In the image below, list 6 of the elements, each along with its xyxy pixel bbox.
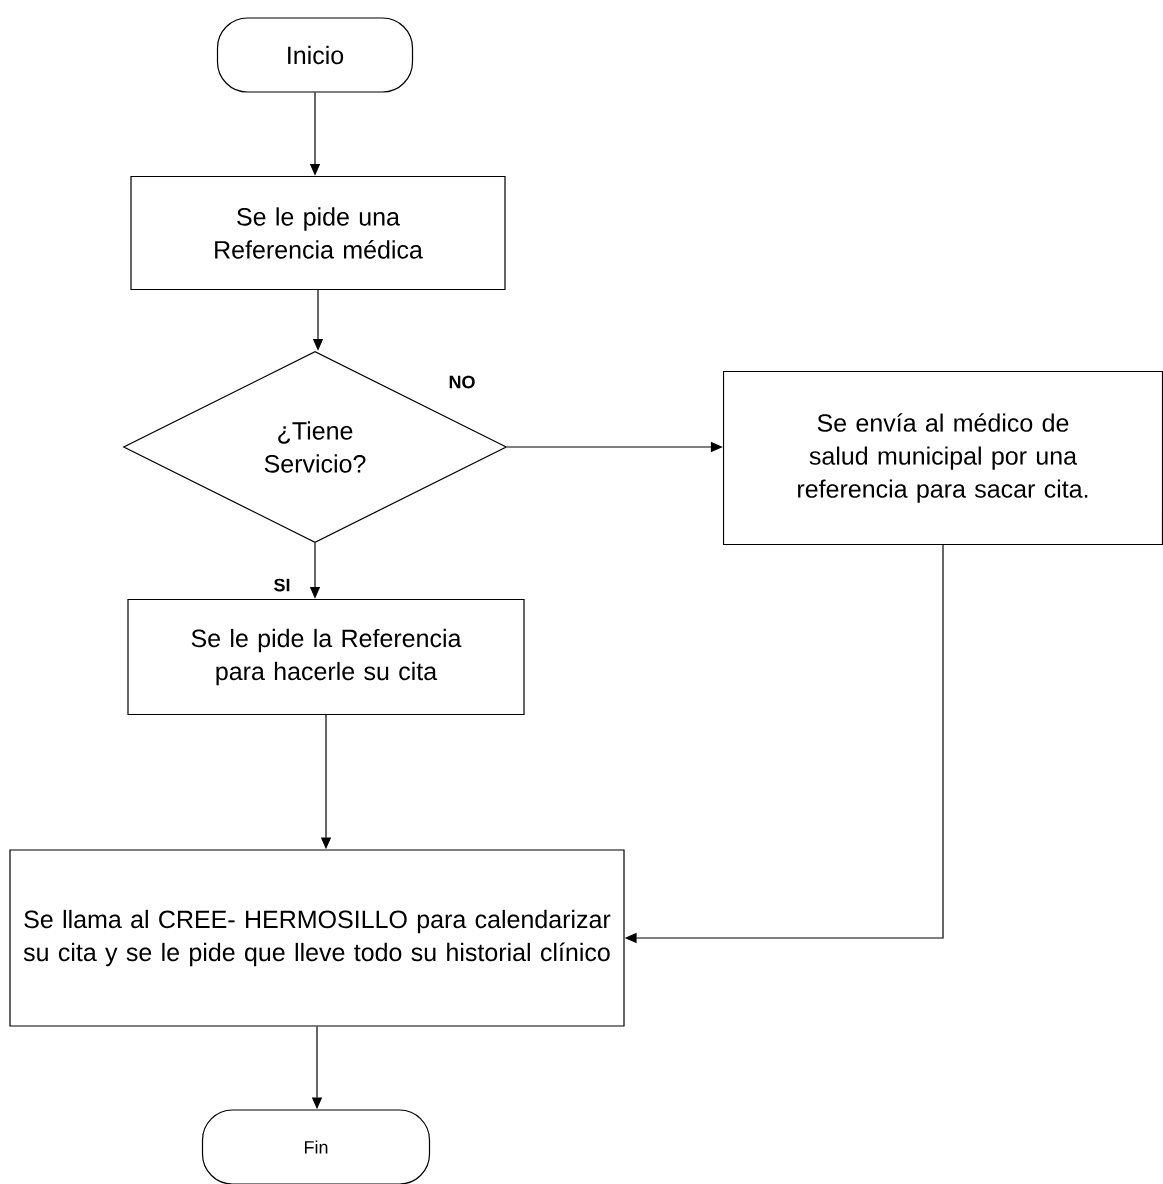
process-box: Se le pide la Referencia para hacerle su cita <box>127 598 525 716</box>
process-box: Se llama al CREE- HERMOSILLO para calendarizar su cita y se le pide que lleve todo su historial clínico <box>9 849 625 1027</box>
edge-label: NO <box>449 375 475 389</box>
process-box: Se le pide una Referencia médica <box>130 175 506 291</box>
edge-label: SI <box>274 578 290 592</box>
process-box: Se envía al médico de salud municipal por una referencia para sacar cita. <box>722 370 1163 546</box>
